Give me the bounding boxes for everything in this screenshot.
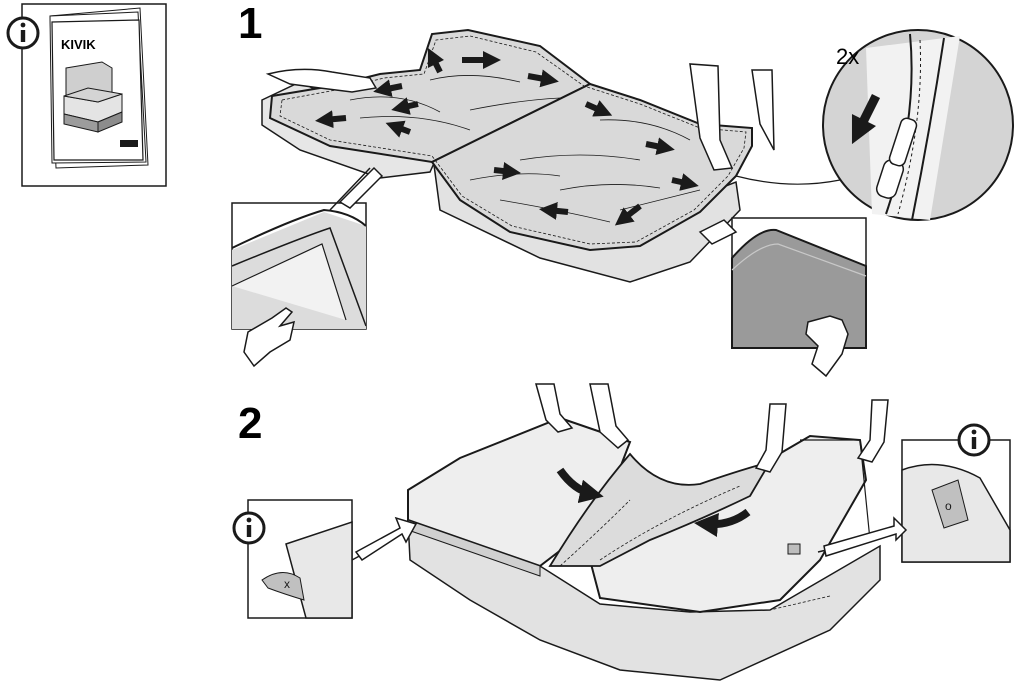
hand-icon xyxy=(265,68,378,93)
hand-icon xyxy=(589,383,630,449)
info-icon xyxy=(6,16,40,50)
info-icon xyxy=(232,511,266,545)
arrow-icon xyxy=(354,516,418,562)
hand-pointing-icon xyxy=(805,315,849,378)
arrow-icon xyxy=(694,508,751,537)
info-icon xyxy=(957,423,991,457)
arrow-icon xyxy=(851,93,881,145)
hand-icon xyxy=(689,63,734,171)
arrow-icon xyxy=(315,47,699,226)
step-1-illustration xyxy=(231,28,1014,378)
cover-left-panel xyxy=(268,28,592,164)
zipper-icon xyxy=(875,117,918,199)
tag-mark-right: o xyxy=(945,499,952,513)
chair-icon xyxy=(63,61,123,133)
booklet-title: KIVIK xyxy=(61,37,96,52)
ikea-logo-icon xyxy=(120,140,138,147)
step-number-1: 1 xyxy=(238,0,263,48)
corner-detail-left xyxy=(231,166,384,368)
tag-mark-left: x xyxy=(284,577,290,591)
step-number-2: 2 xyxy=(238,399,263,448)
hand-icon xyxy=(856,399,889,463)
arrow-icon xyxy=(338,166,384,209)
arrow-icon xyxy=(823,516,908,557)
arrow-icon xyxy=(556,467,604,504)
tag-icon xyxy=(787,543,801,555)
zipper-count: 2x xyxy=(836,44,860,69)
hand-icon xyxy=(754,403,787,473)
tag-detail-left: x xyxy=(232,499,418,619)
hand-icon xyxy=(751,69,775,151)
corner-detail-right xyxy=(698,217,867,378)
step-2-illustration: x o xyxy=(232,383,1011,681)
arrow-icon xyxy=(698,219,738,245)
hand-pointing-icon xyxy=(243,307,296,368)
zipper-detail xyxy=(735,29,1014,221)
hand-icon xyxy=(535,383,574,433)
tag-detail-right: o xyxy=(787,423,1011,563)
info-booklet xyxy=(6,3,167,187)
